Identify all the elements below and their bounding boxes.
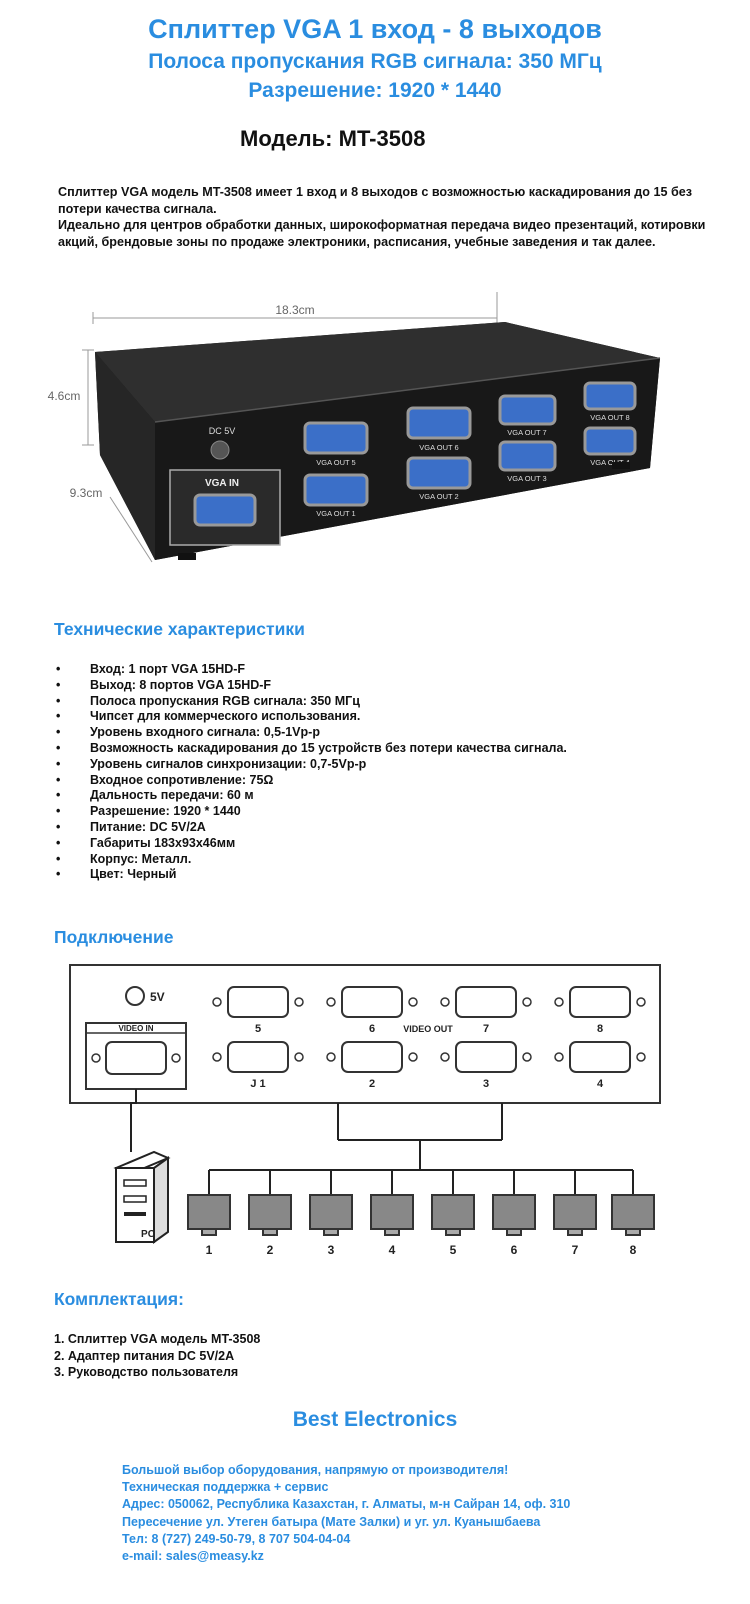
connection-diagram: 5V VIDEO IN 5 6 7 8 J 1 2 3 4 VIDEO OUT [69,964,661,1257]
bandwidth-subtitle: Полоса пропускания RGB сигнала: 350 МГц [148,50,602,73]
port-label-8: VGA OUT 8 [590,413,629,422]
spec-item: Уровень сигналов синхронизации: 0,7-5Vp-… [54,757,567,773]
vga-in-port [193,493,257,527]
port-label-7: VGA OUT 7 [507,428,546,437]
spec-item: Возможность каскадирования до 15 устройс… [54,741,567,757]
video-in-label: VIDEO IN [118,1024,153,1033]
contact-line: Большой выбор оборудования, напрямую от … [122,1463,509,1477]
port-num-1: J 1 [250,1078,265,1090]
spec-item: Выход: 8 портов VGA 15HD-F [54,678,567,694]
product-photo: 18.3cm 4.6cm 9.3cm DC 5V VGA IN VGA OUT … [48,292,661,563]
monitor-label-5: 5 [450,1243,457,1257]
intro-paragraph-2: Идеально для центров обработки данных, ш… [58,218,706,249]
dim-height-label: 4.6cm [48,389,81,403]
port-num-5: 5 [255,1023,261,1035]
spec-item: Чипсет для коммерческого использования. [54,709,567,725]
connection-title: Подключение [54,927,174,947]
port-label-4: VGA OUT 4 [590,458,629,467]
port-label-5: VGA OUT 5 [316,458,355,467]
spec-item: Полоса пропускания RGB сигнала: 350 МГц [54,694,567,710]
spec-item: Питание: DC 5V/2A [54,820,567,836]
kit-item: 3. Руководство пользователя [54,1365,239,1379]
monitor-label-8: 8 [630,1243,637,1257]
port-num-8: 8 [597,1023,603,1035]
device-top [95,322,660,422]
spec-item: Вход: 1 порт VGA 15HD-F [54,662,567,678]
pc-label: PC [141,1229,155,1240]
resolution-subtitle: Разрешение: 1920 * 1440 [248,79,502,102]
spec-item: Цвет: Черный [54,867,567,883]
contact-block: Большой выбор оборудования, напрямую от … [122,1462,570,1565]
port-num-7: 7 [483,1023,489,1035]
port-label-2: VGA OUT 2 [419,492,458,501]
port-label-3: VGA OUT 3 [507,474,546,483]
port-num-6: 6 [369,1023,375,1035]
monitor-label-7: 7 [572,1243,579,1257]
spec-item: Габариты 183х93х46мм [54,836,567,852]
spec-item: Дальность передачи: 60 м [54,788,567,804]
port-label-6: VGA OUT 6 [419,443,458,452]
spec-item: Корпус: Металл. [54,852,567,868]
spec-item: Разрешение: 1920 * 1440 [54,804,567,820]
contact-address: Адрес: 050062, Республика Казахстан, г. … [122,1497,571,1512]
monitor-icons [187,1194,655,1236]
kit-title: Комплектация: [54,1289,184,1309]
intro-text: Сплиттер VGA модель MT-3508 имеет 1 вход… [58,184,728,250]
vga-in-label: VGA IN [205,478,239,489]
model-heading: Модель: MT-3508 [240,126,426,151]
specs-title: Технические характеристики [54,619,305,639]
spec-item: Уровень входного сигнала: 0,5-1Vp-p [54,725,567,741]
wiring [130,1089,634,1195]
port-num-2: 2 [369,1078,375,1090]
port-label-1: VGA OUT 1 [316,509,355,518]
monitor-label-4: 4 [389,1243,396,1257]
device-side [95,352,155,560]
dim-width-label: 18.3cm [275,303,314,317]
contact-email[interactable]: e-mail: sales@measy.kz [122,1549,264,1564]
video-out-ports [227,986,631,1073]
video-out-label: VIDEO OUT [403,1024,453,1034]
contact-line: Техническая поддержка + сервис [122,1480,329,1495]
contact-phone: Тел: 8 (727) 249-50-79, 8 707 504-04-04 [122,1531,351,1546]
spec-item: Входное сопротивление: 75Ω [54,773,567,789]
brand-name: Best Electronics [292,1408,458,1431]
contact-address-2: Пересечение ул. Утеген батыра (Мате Залк… [122,1514,541,1529]
dc-label: DC 5V [209,426,236,436]
port-num-4: 4 [597,1078,604,1090]
pc-tower-icon [113,1150,171,1244]
kit-list: 1. Сплиттер VGA модель MT-3508 2. Адапте… [54,1331,260,1381]
video-in-port [105,1041,167,1075]
power-jack-icon [125,986,145,1006]
power-label: 5V [150,990,165,1004]
kit-item: 1. Сплиттер VGA модель MT-3508 [54,1332,261,1346]
intro-paragraph-1: Сплиттер VGA модель MT-3508 имеет 1 вход… [58,185,693,216]
specs-list: Вход: 1 порт VGA 15HD-F Выход: 8 портов … [54,662,567,883]
port-num-3: 3 [483,1078,489,1090]
dim-depth-label: 9.3cm [70,486,103,500]
monitor-label-3: 3 [328,1243,335,1257]
kit-item: 2. Адаптер питания DC 5V/2A [54,1348,235,1363]
monitor-label-1: 1 [206,1243,213,1257]
monitor-label-6: 6 [511,1243,518,1257]
page-title: Сплиттер VGA 1 вход - 8 выходов [148,14,602,44]
dimension-lines [82,292,498,563]
monitor-label-2: 2 [267,1243,274,1257]
splitter-outline [69,964,661,1104]
dc-jack [210,440,230,460]
vga-out-ports [303,381,637,507]
